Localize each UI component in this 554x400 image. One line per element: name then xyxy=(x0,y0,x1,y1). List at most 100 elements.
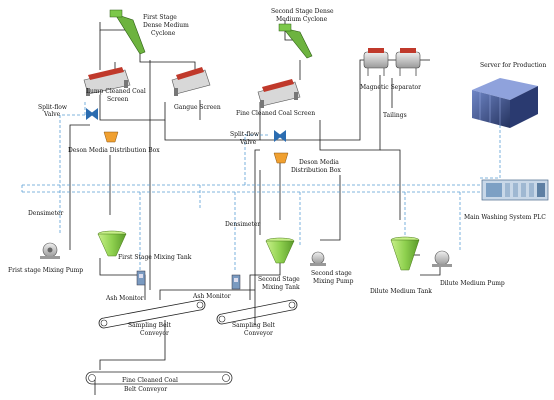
gangue-screen-label: Gangue Screen xyxy=(174,104,221,111)
vibrating-screen-icon xyxy=(171,67,211,96)
signal-network xyxy=(21,100,501,270)
svg-text:Densimeter: Densimeter xyxy=(225,221,260,228)
ash-monitor-2: Ash Monitor xyxy=(192,274,241,300)
svg-text:Lump Cleaned Coal: Lump Cleaned Coal xyxy=(86,88,146,95)
first-tank-label: First Stage Mixing Tank xyxy=(118,254,192,261)
svg-text:Deson Media: Deson Media xyxy=(299,159,339,166)
gangue-screen: Gangue Screen xyxy=(171,67,221,111)
mixing-tank-icon xyxy=(97,230,127,257)
second-tank-label-2: Mixing Tank xyxy=(262,284,300,291)
svg-text:Sampling Belt: Sampling Belt xyxy=(232,322,276,329)
svg-text:Deson Media Distribution Box: Deson Media Distribution Box xyxy=(68,147,160,154)
svg-text:Server for Production: Server for Production xyxy=(480,62,546,69)
valve-icon xyxy=(274,130,286,142)
svg-text:Dilute Medium Pump: Dilute Medium Pump xyxy=(440,280,505,287)
svg-text:Cyclone: Cyclone xyxy=(151,30,176,37)
svg-text:Ash Monitor: Ash Monitor xyxy=(192,293,231,300)
valve1-label-2: Valve xyxy=(43,111,61,118)
deson-box1-label: Deson Media Distribution Box xyxy=(68,147,160,154)
deson-distribution-box-2: Deson Media Distribution Box xyxy=(273,152,341,174)
svg-text:Second stage: Second stage xyxy=(311,270,352,277)
fine-cleaned-coal-screen: Fine Cleaned Coal Screen xyxy=(236,79,315,117)
first-stage-mixing-pump: Frist stage Mixing Pump xyxy=(8,242,83,274)
svg-text:Screen: Screen xyxy=(107,96,128,103)
distribution-box-icon xyxy=(273,152,289,164)
svg-text:Fine Cleaned Coal: Fine Cleaned Coal xyxy=(122,377,178,384)
svg-text:Frist stage Mixing Pump: Frist stage Mixing Pump xyxy=(8,267,83,274)
ash-monitor-icon xyxy=(231,274,241,290)
sampling-belt-conveyor-1: Sampling Belt Conveyor xyxy=(98,299,206,337)
pump-icon xyxy=(310,251,326,266)
first-cyclone-label-2: Dense Medium xyxy=(143,22,189,29)
svg-text:Fine Cleaned Coal Screen: Fine Cleaned Coal Screen xyxy=(236,110,315,117)
second-cyclone-label-1: Second Stage Dense xyxy=(271,8,334,15)
valve-icon xyxy=(86,108,98,120)
first-stage-mixing-tank: First Stage Mixing Tank xyxy=(97,230,192,261)
cyclone-icon xyxy=(278,23,313,59)
svg-text:First Stage Mixing Tank: First Stage Mixing Tank xyxy=(118,254,192,261)
fine-belt-label-2: Belt Conveyor xyxy=(124,386,167,393)
mixing-tank-icon xyxy=(265,237,295,264)
svg-text:Valve: Valve xyxy=(43,111,61,118)
svg-text:Split-flow: Split-flow xyxy=(38,104,68,111)
sampling-belt1-label-1: Sampling Belt xyxy=(128,322,172,329)
second-stage-mixing-pump: Second stage Mixing Pump xyxy=(310,251,354,285)
svg-text:Conveyor: Conveyor xyxy=(140,330,169,337)
pump-icon xyxy=(432,250,452,267)
valve2-label-1: Split-flow xyxy=(230,131,260,138)
second-pump-label-2: Mixing Pump xyxy=(313,278,354,285)
svg-text:Split-flow: Split-flow xyxy=(230,131,260,138)
svg-text:Conveyor: Conveyor xyxy=(244,330,273,337)
magnetic-separator: Magnetic Separator Tailings xyxy=(360,48,421,119)
second-stage-mixing-tank: Second Stage Mixing Tank xyxy=(258,237,300,291)
svg-text:Medium Cyclone: Medium Cyclone xyxy=(276,16,328,23)
fine-belt-label-1: Fine Cleaned Coal xyxy=(122,377,178,384)
densimeter1-label: Densimeter xyxy=(28,210,63,217)
svg-text:Ash Monitor: Ash Monitor xyxy=(105,295,144,302)
second-stage-cyclone: Second Stage Dense Medium Cyclone xyxy=(271,8,334,59)
densimeter2-label: Densimeter xyxy=(225,221,260,228)
svg-text:Second Stage: Second Stage xyxy=(258,276,300,283)
fine-screen-label: Fine Cleaned Coal Screen xyxy=(236,110,315,117)
tailings-label: Tailings xyxy=(383,112,407,119)
split-flow-valve-1: Split-flow Valve xyxy=(38,104,98,120)
svg-text:Densimeter: Densimeter xyxy=(28,210,63,217)
svg-text:Gangue Screen: Gangue Screen xyxy=(174,104,221,111)
deson-distribution-box-1: Deson Media Distribution Box xyxy=(68,131,160,154)
ash-monitor-icon xyxy=(136,270,146,286)
belt-conveyor-icon xyxy=(216,299,298,325)
sampling-belt-conveyor-2: Sampling Belt Conveyor xyxy=(216,299,298,337)
ash-monitor2-label: Ash Monitor xyxy=(192,293,231,300)
server-label: Server for Production xyxy=(480,62,546,69)
svg-text:Valve: Valve xyxy=(239,139,257,146)
sampling-belt1-label-2: Conveyor xyxy=(140,330,169,337)
svg-text:Second Stage Dense: Second Stage Dense xyxy=(271,8,334,15)
magnetic-separator-icon xyxy=(363,48,421,76)
dilute-pump-label: Dilute Medium Pump xyxy=(440,280,505,287)
svg-text:Main Washing System PLC: Main Washing System PLC xyxy=(464,214,546,221)
lump-screen-label-2: Screen xyxy=(107,96,128,103)
valve2-label-2: Valve xyxy=(239,139,257,146)
dilute-medium-tank: Dilute Medium Tank xyxy=(370,236,432,295)
first-cyclone-label-1: First Stage xyxy=(143,14,177,21)
dilute-medium-pump: Dilute Medium Pump xyxy=(432,250,505,287)
plc-icon xyxy=(481,179,549,201)
ash-monitor-1: Ash Monitor xyxy=(105,270,146,302)
magnetic-separator-label: Magnetic Separator xyxy=(360,84,421,91)
plc-label: Main Washing System PLC xyxy=(464,214,546,221)
first-pump-label: Frist stage Mixing Pump xyxy=(8,267,83,274)
svg-text:First Stage: First Stage xyxy=(143,14,177,21)
second-pump-label-1: Second stage xyxy=(311,270,352,277)
sampling-belt2-label-1: Sampling Belt xyxy=(232,322,276,329)
lump-cleaned-coal-screen: Lump Cleaned Coal Screen xyxy=(83,67,146,103)
vibrating-screen-icon xyxy=(257,79,301,108)
split-flow-valve-2: Split-flow Valve xyxy=(230,130,286,146)
production-server: Server for Production xyxy=(472,62,546,128)
svg-text:Mixing Pump: Mixing Pump xyxy=(313,278,354,285)
svg-text:Belt Conveyor: Belt Conveyor xyxy=(124,386,167,393)
distribution-box-icon xyxy=(103,131,119,143)
svg-text:Mixing Tank: Mixing Tank xyxy=(262,284,300,291)
svg-text:Dilute Medium Tank: Dilute Medium Tank xyxy=(370,288,432,295)
belt-conveyor-icon xyxy=(85,371,233,385)
